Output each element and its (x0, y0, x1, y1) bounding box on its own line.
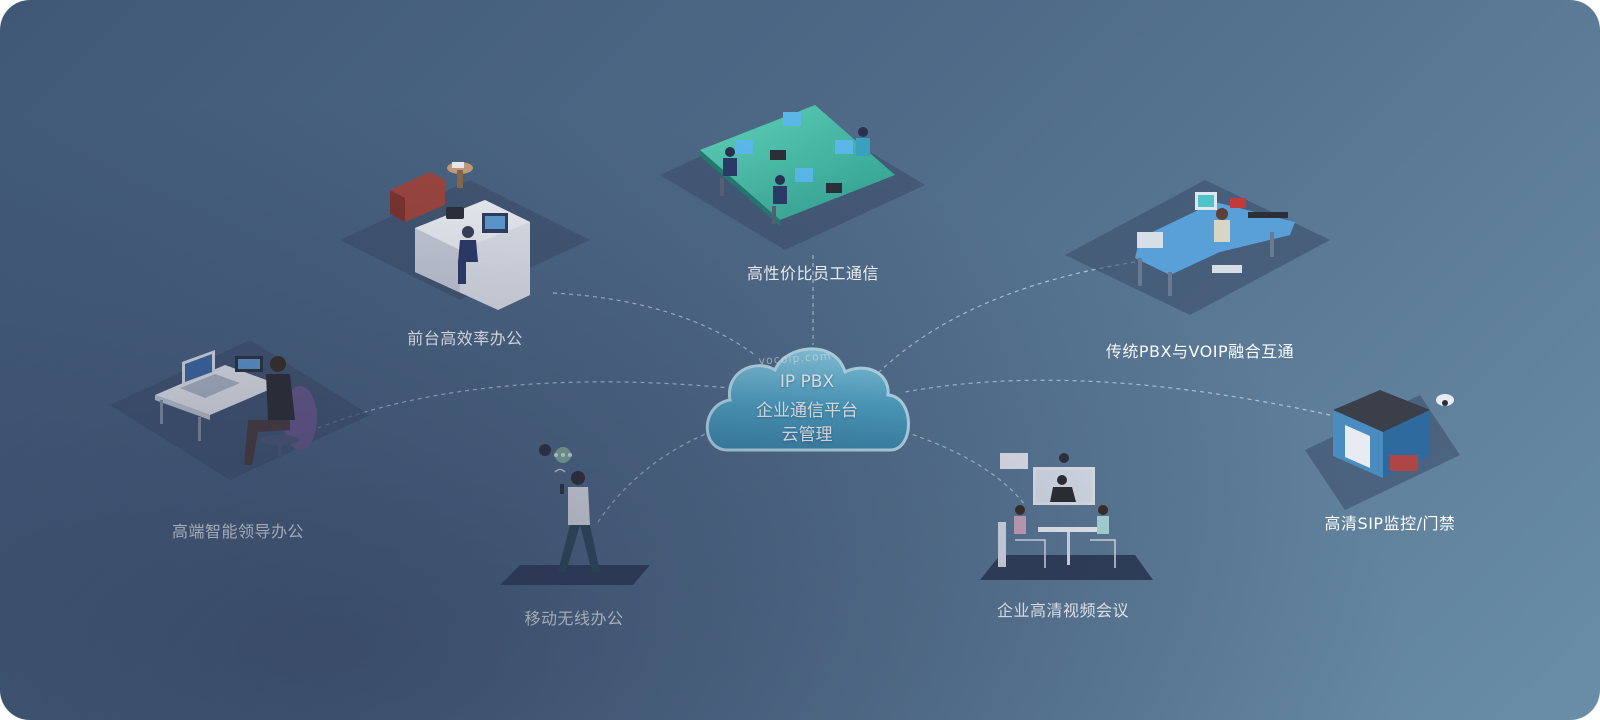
connector-surveillance (904, 379, 1331, 416)
connector-video (904, 431, 1026, 506)
pbx-voip-scene (1065, 180, 1330, 315)
cloud-caption: 云管理 (781, 425, 833, 445)
connector-pbx-voip (872, 261, 1136, 379)
label-staff: 高性价比员工通信 (746, 264, 880, 283)
label-surveillance: 高清SIP监控/门禁 (1324, 514, 1456, 533)
surveillance-scene (1305, 390, 1460, 510)
cloud-title: IP PBX (779, 372, 835, 392)
label-mobile: 移动无线办公 (524, 609, 624, 628)
connector-mobile (597, 429, 716, 523)
label-reception: 前台高效率办公 (407, 329, 523, 348)
staff-scene (660, 105, 925, 250)
label-executive: 高端智能领导办公 (171, 522, 305, 541)
connector-executive (317, 381, 731, 429)
mobile-scene (500, 444, 650, 585)
executive-scene (110, 340, 370, 480)
connector-reception (552, 292, 756, 356)
video-conference-scene (980, 453, 1153, 580)
cloud-shape (705, 347, 910, 452)
label-pbx-voip: 传统PBX与VOIP融合互通 (1105, 342, 1295, 361)
reception-scene (340, 162, 590, 310)
label-video-conference: 企业高清视频会议 (996, 601, 1130, 620)
cloud-subtitle: 企业通信平台 (756, 401, 858, 421)
connector-lines (317, 255, 1331, 523)
